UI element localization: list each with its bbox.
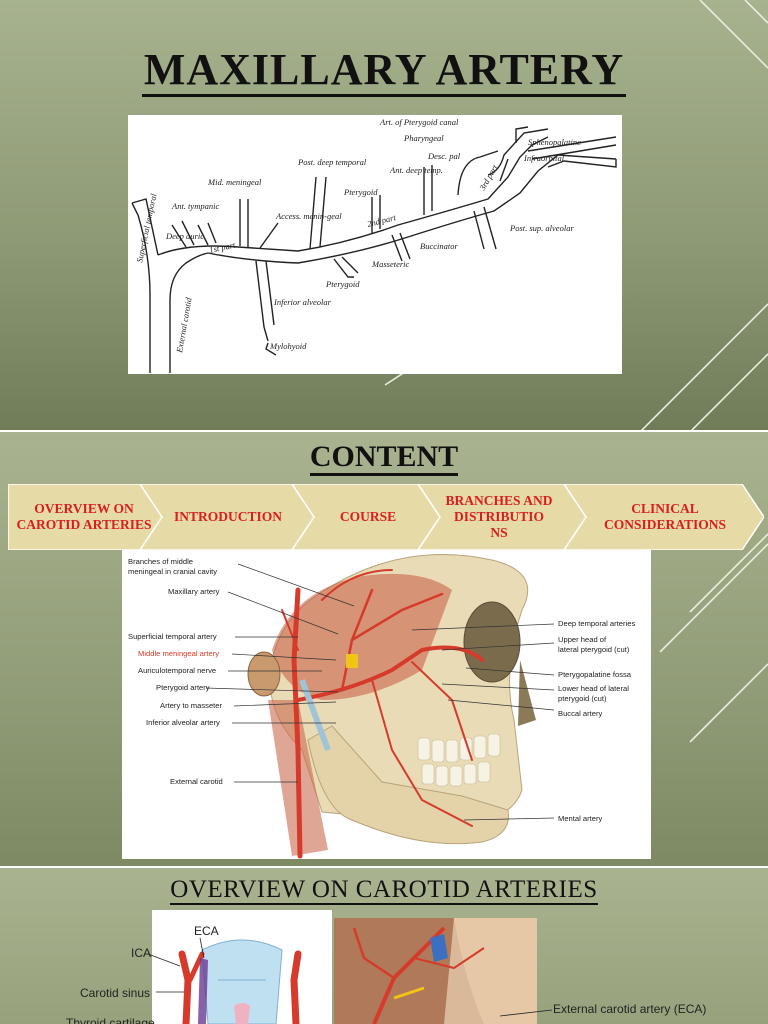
label-post-sup-alveolar: Post. sup. alveolar — [509, 223, 574, 233]
label-mylohyoid: Mylohyoid — [269, 341, 307, 351]
label-middle-meningeal-artery: Middle meningeal artery — [138, 649, 219, 658]
slide-title: MAXILLARY ARTERY — [0, 44, 768, 97]
chevron-label-1: OVERVIEW ON CAROTID ARTERIES — [16, 501, 152, 532]
label-pterygoid-lower: Pterygoid — [325, 279, 360, 289]
label-ica: ICA — [131, 946, 152, 960]
label-upper-head-lateral-pterygoid-2: lateral pterygoid (cut) — [558, 645, 630, 654]
label-art-pterygoid-canal: Art. of Pterygoid canal — [379, 117, 459, 127]
carotid-leader-lines — [147, 937, 553, 1017]
label-branches-middle-meningeal-2: meningeal in cranial cavity — [128, 567, 217, 576]
chevron-label-4: BRANCHES AND DISTRIBUTIO NS — [445, 493, 553, 540]
label-mid-meningeal: Mid. meningeal — [207, 177, 262, 187]
label-artery-to-masseter: Artery to masseter — [160, 701, 223, 710]
label-eca: ECA — [194, 924, 219, 938]
label-buccal-artery: Buccal artery — [558, 709, 603, 718]
label-masseteric: Masseteric — [371, 259, 410, 269]
label-thyroid-cartilage: Thyroid cartilage — [66, 1016, 155, 1024]
maxillary-artery-diagram: Art. of Pterygoid canal Pharyngeal Sphen… — [128, 115, 622, 374]
label-sphenopalatine: Sphenopalatine — [528, 137, 581, 147]
carotid-neck-illustration — [152, 910, 332, 1024]
label-post-deep-temporal: Post. deep temporal — [297, 157, 367, 167]
label-upper-head-lateral-pterygoid: Upper head of — [558, 635, 607, 644]
slide-overview-carotid: OVERVIEW ON CAROTID ARTERIES — [0, 868, 768, 1024]
label-deep-auric: Deep auric — [165, 231, 204, 241]
decorative-lines — [659, 533, 768, 743]
label-third-part: 3rd part — [477, 162, 500, 192]
chevron-step-5[interactable] — [563, 484, 764, 550]
slide-maxillary-artery: MAXILLARY ARTERY — [0, 0, 768, 432]
label-pterygoid-upper: Pterygoid — [343, 187, 378, 197]
label-external-carotid-artery: External carotid artery (ECA) — [553, 1002, 707, 1016]
chevron-step-3[interactable] — [291, 484, 441, 550]
label-pterygopalatine-fossa: Pterygopalatine fossa — [558, 670, 632, 679]
slide-content: CONTENT OVERVIEW ON CAROTID ARTERIES INT… — [0, 432, 768, 868]
label-first-part: 1st part — [208, 240, 236, 255]
label-external-carotid: External carotid — [170, 777, 223, 786]
label-inferior-alveolar: Inferior alveolar — [273, 297, 332, 307]
decorative-lines — [384, 0, 768, 432]
carotid-dissection-illustration — [334, 918, 537, 1024]
label-deep-temporal-arteries: Deep temporal arteries — [558, 619, 635, 628]
chevron-label-5: CLINICAL CONSIDERATIONS — [603, 501, 727, 532]
chevron-label-2: INTRODUCTION — [173, 509, 282, 524]
label-pterygoid-artery: Pterygoid artery — [156, 683, 210, 692]
content-process-chevrons — [8, 484, 764, 550]
label-ant-deep-temp: Ant. deep temp. — [389, 165, 443, 175]
label-access-meningeal: Access. menin-geal — [275, 211, 342, 221]
label-branches-middle-meningeal: Branches of middle — [128, 557, 193, 566]
label-buccinator: Buccinator — [420, 241, 458, 251]
label-inferior-alveolar-artery: Inferior alveolar artery — [146, 718, 220, 727]
label-mental-artery: Mental artery — [558, 814, 603, 823]
chevron-step-4[interactable] — [417, 484, 587, 550]
chevron-label-3: COURSE — [339, 509, 397, 524]
label-pharyngeal: Pharyngeal — [403, 133, 444, 143]
label-ant-tympanic: Ant. tympanic — [171, 201, 219, 211]
chevron-step-2[interactable] — [139, 484, 315, 550]
label-lower-head-lateral-pterygoid-2: pterygoid (cut) — [558, 694, 607, 703]
overview-title: OVERVIEW ON CAROTID ARTERIES — [170, 876, 598, 905]
label-auriculotemporal-nerve: Auriculotemporal nerve — [138, 666, 216, 675]
label-infraorbital: Infraorbital — [523, 153, 565, 163]
label-maxillary-artery: Maxillary artery — [168, 587, 220, 596]
label-external-carotid: External carotid — [174, 296, 194, 354]
label-desc-pal: Desc. pal — [427, 151, 461, 161]
label-lower-head-lateral-pterygoid: Lower head of lateral — [558, 684, 629, 693]
label-carotid-sinus: Carotid sinus — [80, 986, 151, 1000]
content-title: CONTENT — [0, 440, 768, 476]
label-superficial-temporal-artery: Superficial temporal artery — [128, 632, 217, 641]
skull-artery-illustration: Branches of middle meningeal in cranial … — [122, 550, 651, 859]
